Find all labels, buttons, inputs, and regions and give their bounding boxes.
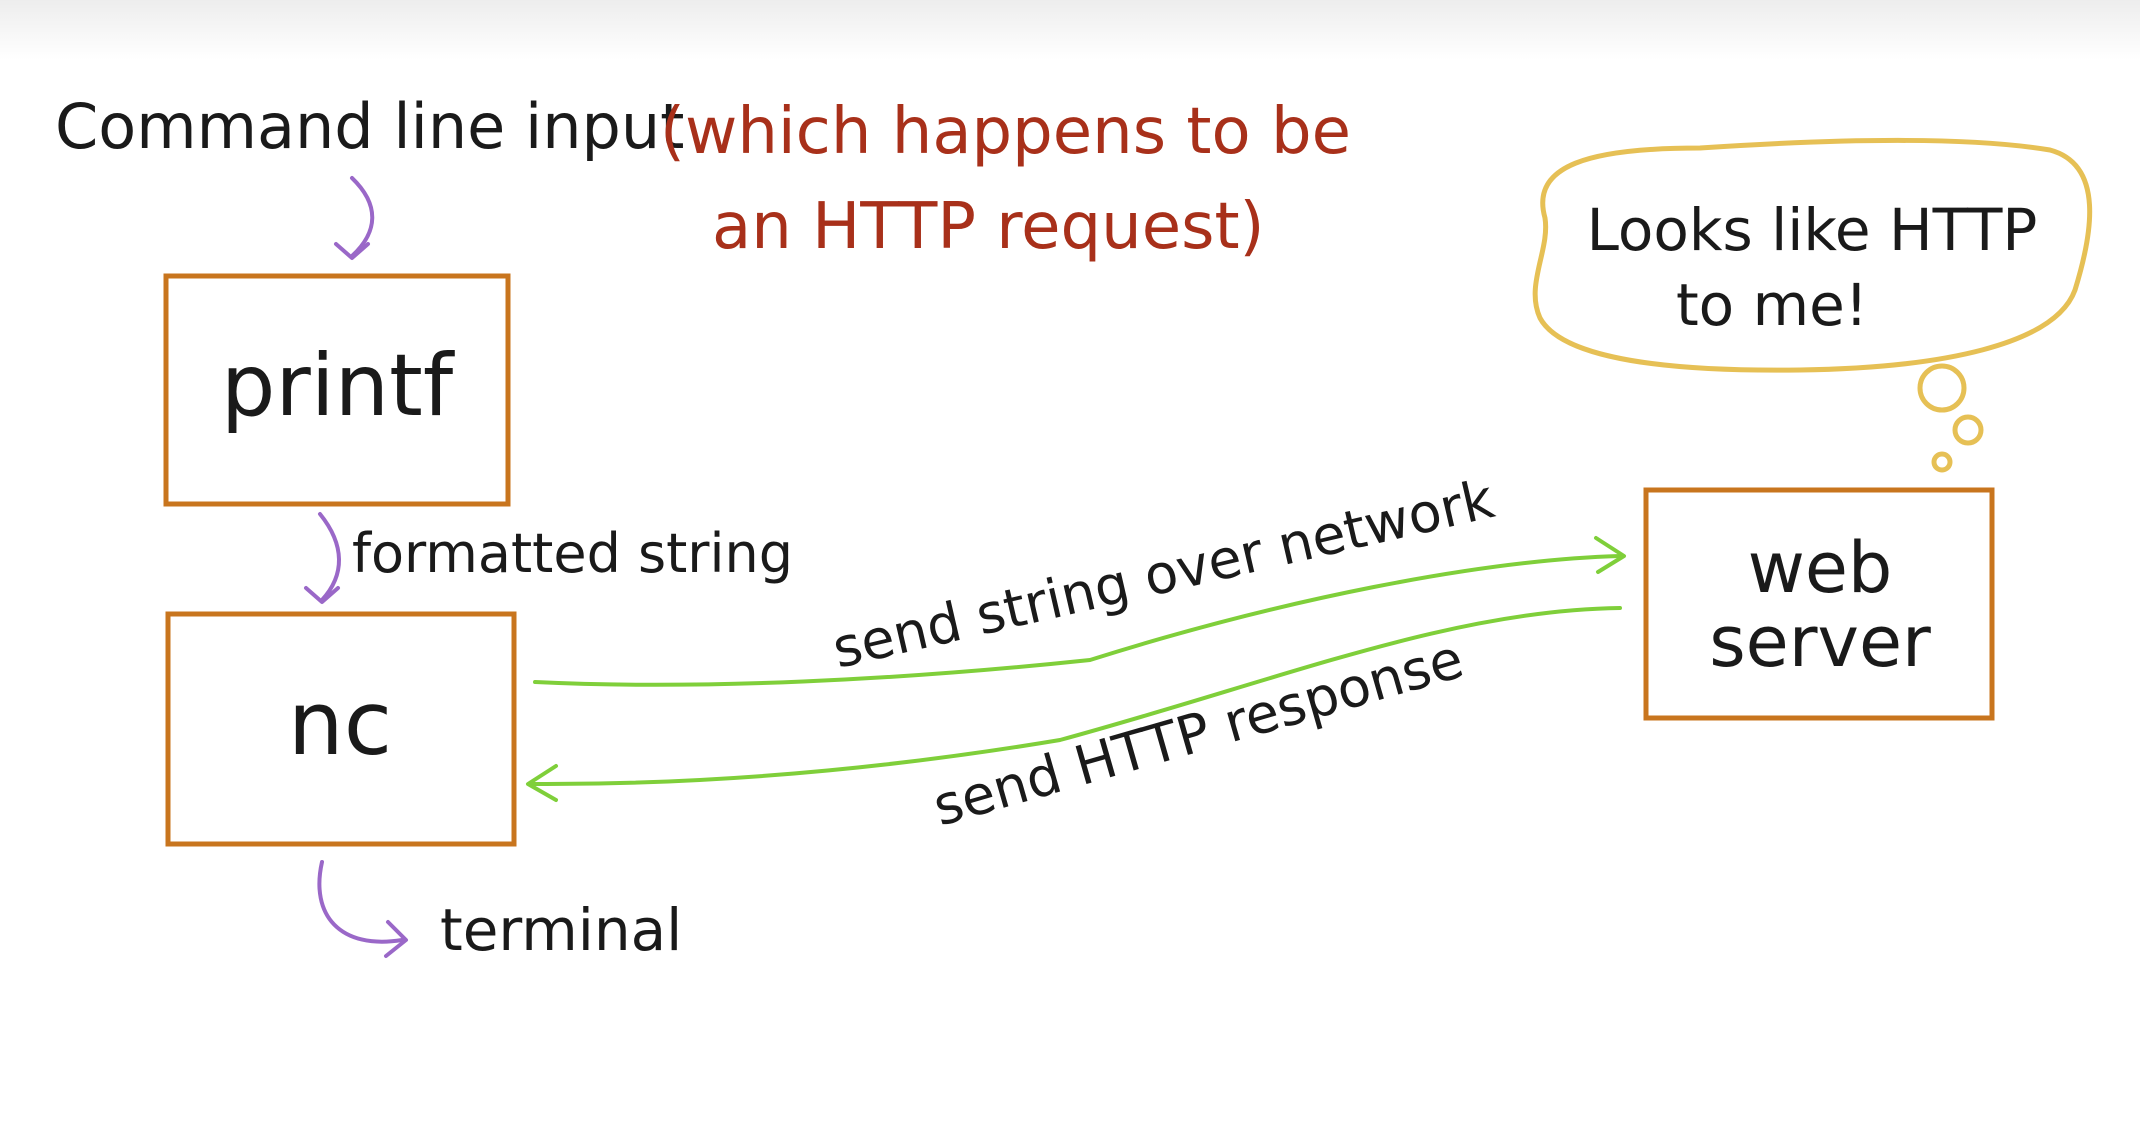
terminal-label: terminal xyxy=(440,896,682,964)
input-to-printf-arrowhead xyxy=(334,242,370,260)
thought-bubble-outline xyxy=(1532,137,2093,373)
thought-dot-large xyxy=(1917,363,1967,413)
thought-line-1: Looks like HTTP xyxy=(1587,196,2038,264)
nc-to-terminal-arrowhead xyxy=(384,920,408,958)
web-server-box: web server xyxy=(1643,487,1995,721)
note-line-2: an HTTP request) xyxy=(712,190,1265,264)
send-response-arrow xyxy=(528,606,1622,787)
nc-box: nc xyxy=(165,611,517,847)
nc-label: nc xyxy=(288,672,392,775)
printf-to-nc-arrowhead xyxy=(304,586,340,604)
input-to-printf-arrow xyxy=(350,176,375,258)
printf-box: printf xyxy=(163,273,511,507)
http-request-note: (which happens to be an HTTP request) xyxy=(660,95,1351,264)
send-string-arrow xyxy=(533,554,1622,687)
thought-dot-medium xyxy=(1952,414,1984,446)
send-response-label: send HTTP response xyxy=(926,627,1470,839)
web-server-label-line-2: server xyxy=(1709,601,1931,683)
command-line-input-label: Command line input xyxy=(55,90,684,163)
printf-to-nc-arrow xyxy=(318,512,341,602)
printf-label: printf xyxy=(221,336,455,436)
thought-line-2: to me! xyxy=(1676,271,1868,339)
send-response-arrowhead xyxy=(526,764,558,802)
formatted-string-label: formatted string xyxy=(352,522,793,585)
thought-bubble: Looks like HTTP to me! xyxy=(1532,137,2093,473)
thought-dot-small xyxy=(1931,451,1953,473)
send-string-arrowhead xyxy=(1594,536,1626,574)
note-line-1: (which happens to be xyxy=(660,95,1351,169)
nc-to-terminal-arrow xyxy=(317,860,404,944)
web-server-label-line-1: web xyxy=(1748,527,1893,609)
